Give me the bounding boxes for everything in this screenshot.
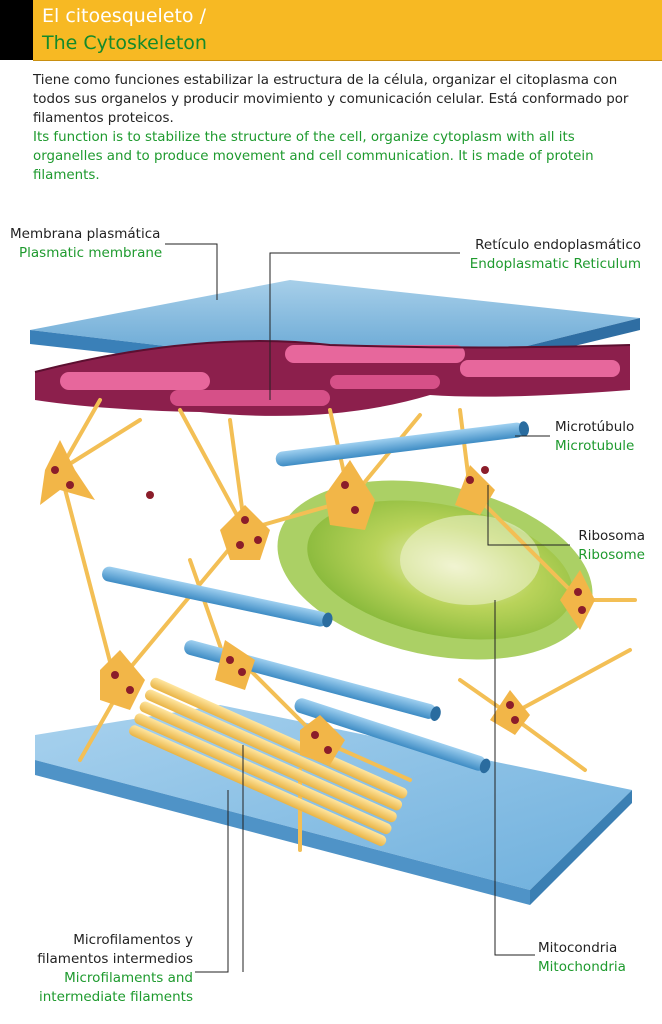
label-en: Endoplasmatic Reticulum [469, 256, 641, 272]
label-microtubule: Microtúbulo Microtubule [555, 418, 634, 456]
node [215, 640, 255, 690]
header-black-bar [0, 0, 33, 60]
intro-text: Tiene como funciones estabilizar la estr… [33, 71, 658, 185]
node [300, 715, 345, 765]
cytoskeleton-nodes [40, 440, 595, 765]
mitochondrion [277, 480, 593, 660]
node [325, 460, 375, 530]
label-es: Membrana plasmática [10, 226, 161, 242]
label-es: filamentos intermedios [37, 951, 193, 967]
microfilament-bundle [129, 677, 408, 846]
node [560, 570, 595, 630]
label-membrane: Membrana plasmática Plasmatic membrane [10, 225, 162, 263]
leader-ribosome [487, 485, 570, 546]
leader-membrane [165, 243, 218, 300]
endoplasmic-reticulum [34, 340, 631, 416]
label-es: Ribosoma [578, 528, 645, 544]
node [100, 650, 145, 710]
intro-en-line: filaments. [33, 168, 100, 183]
label-en: Plasmatic membrane [19, 245, 163, 261]
label-es: Microfilamentos y [73, 932, 193, 948]
node [40, 440, 95, 505]
label-en: Ribosome [578, 547, 645, 563]
leader-er [269, 252, 460, 400]
intermediate-filaments [58, 398, 637, 852]
label-es: Retículo endoplasmático [475, 237, 641, 253]
label-en: intermediate filaments [38, 989, 193, 1005]
node [455, 465, 495, 515]
intro-es-line: filamentos proteicos. [33, 111, 174, 126]
intro-en-line: organelles and to produce movement and c… [33, 149, 594, 164]
label-filaments: Microfilamentos y filamentos intermedios… [37, 931, 193, 1007]
label-en: Mitochondria [538, 959, 626, 975]
label-mitochondria: Mitocondria Mitochondria [538, 939, 626, 977]
label-es: Mitocondria [538, 940, 618, 956]
leader-mitochondria [494, 600, 535, 956]
node [220, 505, 270, 560]
ribosomes [51, 466, 586, 754]
header-banner: El citoesqueleto / The Cytoskeleton [33, 0, 662, 61]
intro-es-line: todos sus organelos y producir movimient… [33, 92, 629, 107]
intro-en-line: Its function is to stabilize the structu… [33, 130, 575, 145]
node [490, 690, 530, 735]
leader-filaments-1 [195, 790, 229, 973]
label-en: Microtubule [555, 438, 635, 454]
intro-es-line: Tiene como funciones estabilizar la estr… [33, 73, 618, 88]
title-spanish: El citoesqueleto / [42, 5, 206, 27]
title-english: The Cytoskeleton [42, 32, 207, 54]
label-es: Microtúbulo [555, 419, 635, 435]
label-er: Retículo endoplasmático Endoplasmatic Re… [470, 236, 641, 274]
label-en: Microfilaments and [64, 970, 193, 986]
label-ribosome: Ribosoma Ribosome [578, 527, 645, 565]
